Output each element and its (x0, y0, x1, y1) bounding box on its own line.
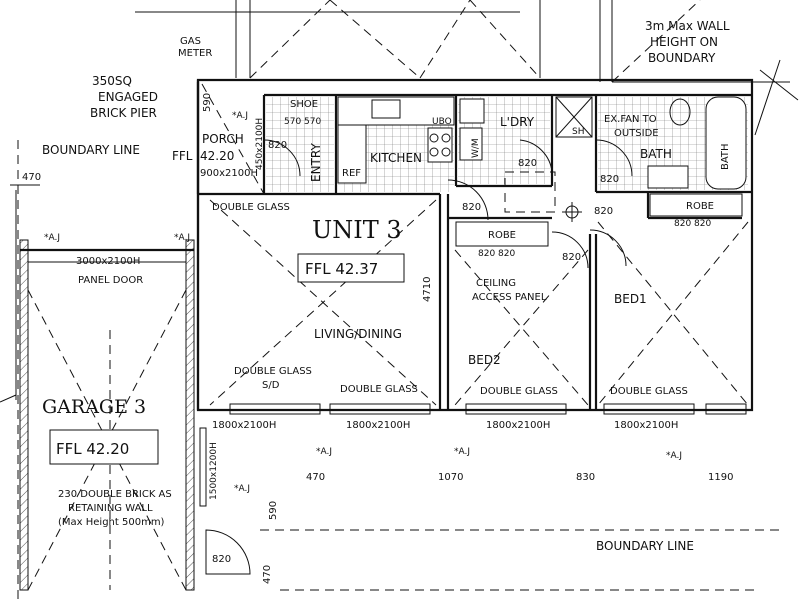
garage-door[interactable] (205, 529, 251, 575)
ubo-label: UBO (432, 117, 452, 127)
bed2-label: BED2 (468, 353, 501, 367)
double-glass-living: DOUBLE GLASS (340, 384, 418, 395)
bed2-door: 820 (594, 206, 613, 217)
pier-1: 350SQ (92, 74, 132, 88)
wall-height-2: HEIGHT ON (650, 35, 718, 49)
dim-470-left: 470 (22, 172, 41, 183)
robe-bed2-label: ROBE (488, 230, 516, 241)
porch-window: 450x2100H (255, 118, 265, 170)
laundry-fixtures (459, 98, 485, 161)
win4: 1800x2100H (614, 420, 678, 431)
living-bed-door: 820 (462, 202, 481, 213)
garage-window-size: 1500x1200H (209, 442, 219, 500)
pier-2: ENGAGED (98, 90, 158, 104)
robe1-doors: 820 820 (674, 219, 711, 229)
unit-ffl: FFL 42.37 (305, 260, 378, 278)
setback-1190: 1190 (708, 472, 733, 483)
laundry-label: L'DRY (500, 115, 535, 129)
robe-bed1-label: ROBE (686, 201, 714, 212)
unit-title: UNIT 3 (312, 216, 402, 244)
panel-door: PANEL DOOR (78, 275, 143, 286)
garage-title: GARAGE 3 (42, 396, 146, 418)
robe-doors: 820 820 (478, 249, 515, 259)
sh-label: SH (572, 127, 584, 137)
double-glass-sd-2: S/D (262, 380, 280, 391)
aj-marker: *A.J (316, 447, 332, 457)
entry-tiles (266, 97, 334, 192)
wm-label: W/M (471, 138, 481, 158)
bath-label: BATH (640, 147, 672, 161)
shoe-label: SHOE (290, 99, 318, 110)
living-depth: 4710 (422, 277, 433, 302)
garage-door-size: 820 (212, 554, 231, 565)
porch-label: PORCH (202, 132, 244, 146)
doors (263, 139, 633, 269)
win2: 1800x2100H (346, 420, 410, 431)
wall-height-1: 3m Max WALL (645, 19, 730, 33)
ref-label: REF (342, 168, 361, 179)
porch-ffl-1: FFL (172, 149, 193, 163)
windows (229, 403, 747, 415)
aj-marker: *A.J (234, 484, 250, 494)
gas-meter-2: METER (178, 48, 212, 59)
porch-door: 900x2100H (200, 168, 258, 179)
ceiling-2: ACCESS PANEL (472, 292, 547, 303)
aj-marker: *A.J (232, 111, 248, 121)
aj-marker: *A.J (174, 233, 190, 243)
ceiling-light (562, 202, 582, 222)
dim-470-bottom: 470 (262, 565, 273, 584)
bed1-door: 820 (562, 252, 581, 263)
aj-markers: *A.J *A.J *A.J *A.J *A.J *A.J *A.J (44, 111, 682, 494)
double-glass-bed1: DOUBLE GLASS (610, 386, 688, 397)
bed1-label: BED1 (614, 292, 647, 306)
entry-door: 820 (268, 140, 287, 151)
ceiling-1: CEILING (476, 278, 516, 289)
boundary-left: BOUNDARY LINE (42, 143, 140, 157)
kitchen-fixtures (337, 96, 455, 184)
setback-830: 830 (576, 472, 595, 483)
exfan-1: EX.FAN TO (604, 114, 657, 125)
gas-meter-1: GAS (180, 36, 201, 47)
retaining-line-1: 230 DOUBLE BRICK AS (58, 489, 172, 500)
robe-bed2 (455, 221, 549, 247)
double-glass-bed2: DOUBLE GLASS (480, 386, 558, 397)
shoe-size: 570 570 (284, 117, 321, 127)
aj-marker: *A.J (44, 233, 60, 243)
setback-1070: 1070 (438, 472, 463, 483)
bath-door: 820 (600, 174, 619, 185)
boundary-bottom: BOUNDARY LINE (596, 539, 694, 553)
laundry-door: 820 (518, 158, 537, 169)
pier-3: BRICK PIER (90, 106, 157, 120)
retaining-line-2: RETAINING WALL (68, 503, 153, 514)
setback-470: 470 (306, 472, 325, 483)
dim-590-bottom: 590 (268, 501, 279, 520)
garage-ffl: FFL 42.20 (56, 440, 129, 458)
retaining-line-3: (Max Height 500mm) (58, 517, 165, 528)
double-glass-sd-1: DOUBLE GLASS (234, 366, 312, 377)
porch-ffl-2: 42.20 (200, 149, 234, 163)
kitchen-label: KITCHEN (370, 151, 422, 165)
bath-fixtures (555, 96, 747, 190)
entry-label: ENTRY (309, 143, 323, 182)
robe-bed1 (649, 193, 743, 217)
double-glass-top: DOUBLE GLASS (212, 202, 290, 213)
garage-window (199, 427, 207, 507)
aj-marker: *A.J (666, 451, 682, 461)
room-diagonals (201, 83, 749, 406)
win3: 1800x2100H (486, 420, 550, 431)
living-label: LIVING/DINING (314, 327, 402, 341)
panel-door-size: 3000x2100H (76, 256, 140, 267)
win1: 1800x2100H (212, 420, 276, 431)
unit-walls (196, 78, 754, 412)
exfan-2: OUTSIDE (614, 128, 659, 139)
unit-ffl-box (297, 253, 405, 283)
bath-tub-label: BATH (720, 143, 731, 170)
garage (19, 239, 195, 591)
aj-marker: *A.J (454, 447, 470, 457)
wall-height-3: BOUNDARY (648, 51, 716, 65)
dim-590-top: 590 (202, 93, 213, 112)
